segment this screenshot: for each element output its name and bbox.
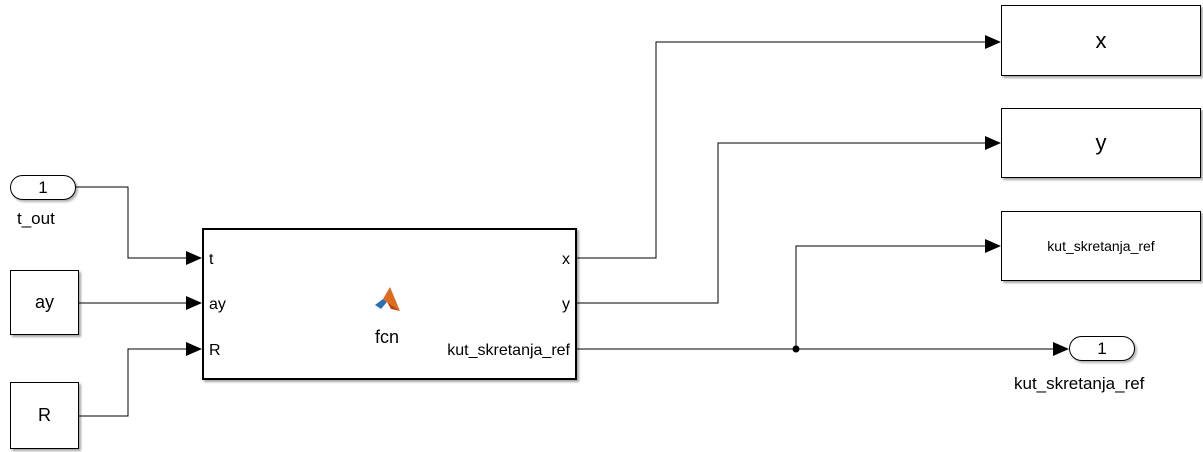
- arrow-x: [985, 35, 1001, 49]
- outport-kut-label: kut_skretanja_ref: [1014, 374, 1145, 393]
- constant-ay-label: ay: [34, 292, 54, 312]
- arrow-t: [186, 251, 202, 265]
- signal-line-kut-branch[interactable]: [795, 245, 985, 349]
- arrow-ay: [186, 296, 202, 310]
- arrow-r: [186, 342, 202, 356]
- signal-line-r[interactable]: [79, 348, 186, 417]
- constant-ay-block[interactable]: ay: [10, 270, 79, 335]
- matlab-logo-icon: [375, 287, 400, 311]
- function-name-label: fcn: [375, 327, 400, 347]
- inport-t-out[interactable]: 1: [10, 175, 76, 200]
- inport-t-out-label: t_out: [17, 209, 55, 228]
- output-port-label-y: y: [562, 296, 570, 313]
- outport-kut[interactable]: 1: [1069, 336, 1135, 361]
- signal-line-y[interactable]: [577, 142, 985, 304]
- display-kut-label: kut_skretanja_ref: [1047, 238, 1155, 254]
- input-port-label-t: t: [209, 251, 214, 268]
- display-x-label: x: [1095, 27, 1107, 53]
- signal-line-x[interactable]: [577, 41, 985, 259]
- inport-number: 1: [38, 177, 48, 197]
- outport-number: 1: [1097, 338, 1107, 358]
- branch-point: [792, 345, 800, 353]
- input-port-label-r: R: [209, 342, 221, 359]
- arrow-kut-display: [985, 239, 1001, 253]
- output-port-label-x: x: [562, 251, 570, 268]
- arrow-kut-outport: [1053, 342, 1069, 356]
- output-port-label-kut: kut_skretanja_ref: [447, 342, 570, 359]
- signal-line-t-out-to-t[interactable]: [76, 186, 186, 259]
- display-y-block[interactable]: y: [1001, 108, 1201, 178]
- constant-r-label: R: [38, 405, 51, 425]
- constant-r-block[interactable]: R: [10, 382, 79, 449]
- display-kut-block[interactable]: kut_skretanja_ref: [1001, 211, 1201, 281]
- display-x-block[interactable]: x: [1001, 5, 1201, 76]
- matlab-function-block[interactable]: t ay R x y kut_skretanja_ref fcn: [202, 228, 577, 380]
- input-port-label-ay: ay: [209, 296, 226, 313]
- display-y-label: y: [1095, 130, 1107, 155]
- arrow-y: [985, 136, 1001, 150]
